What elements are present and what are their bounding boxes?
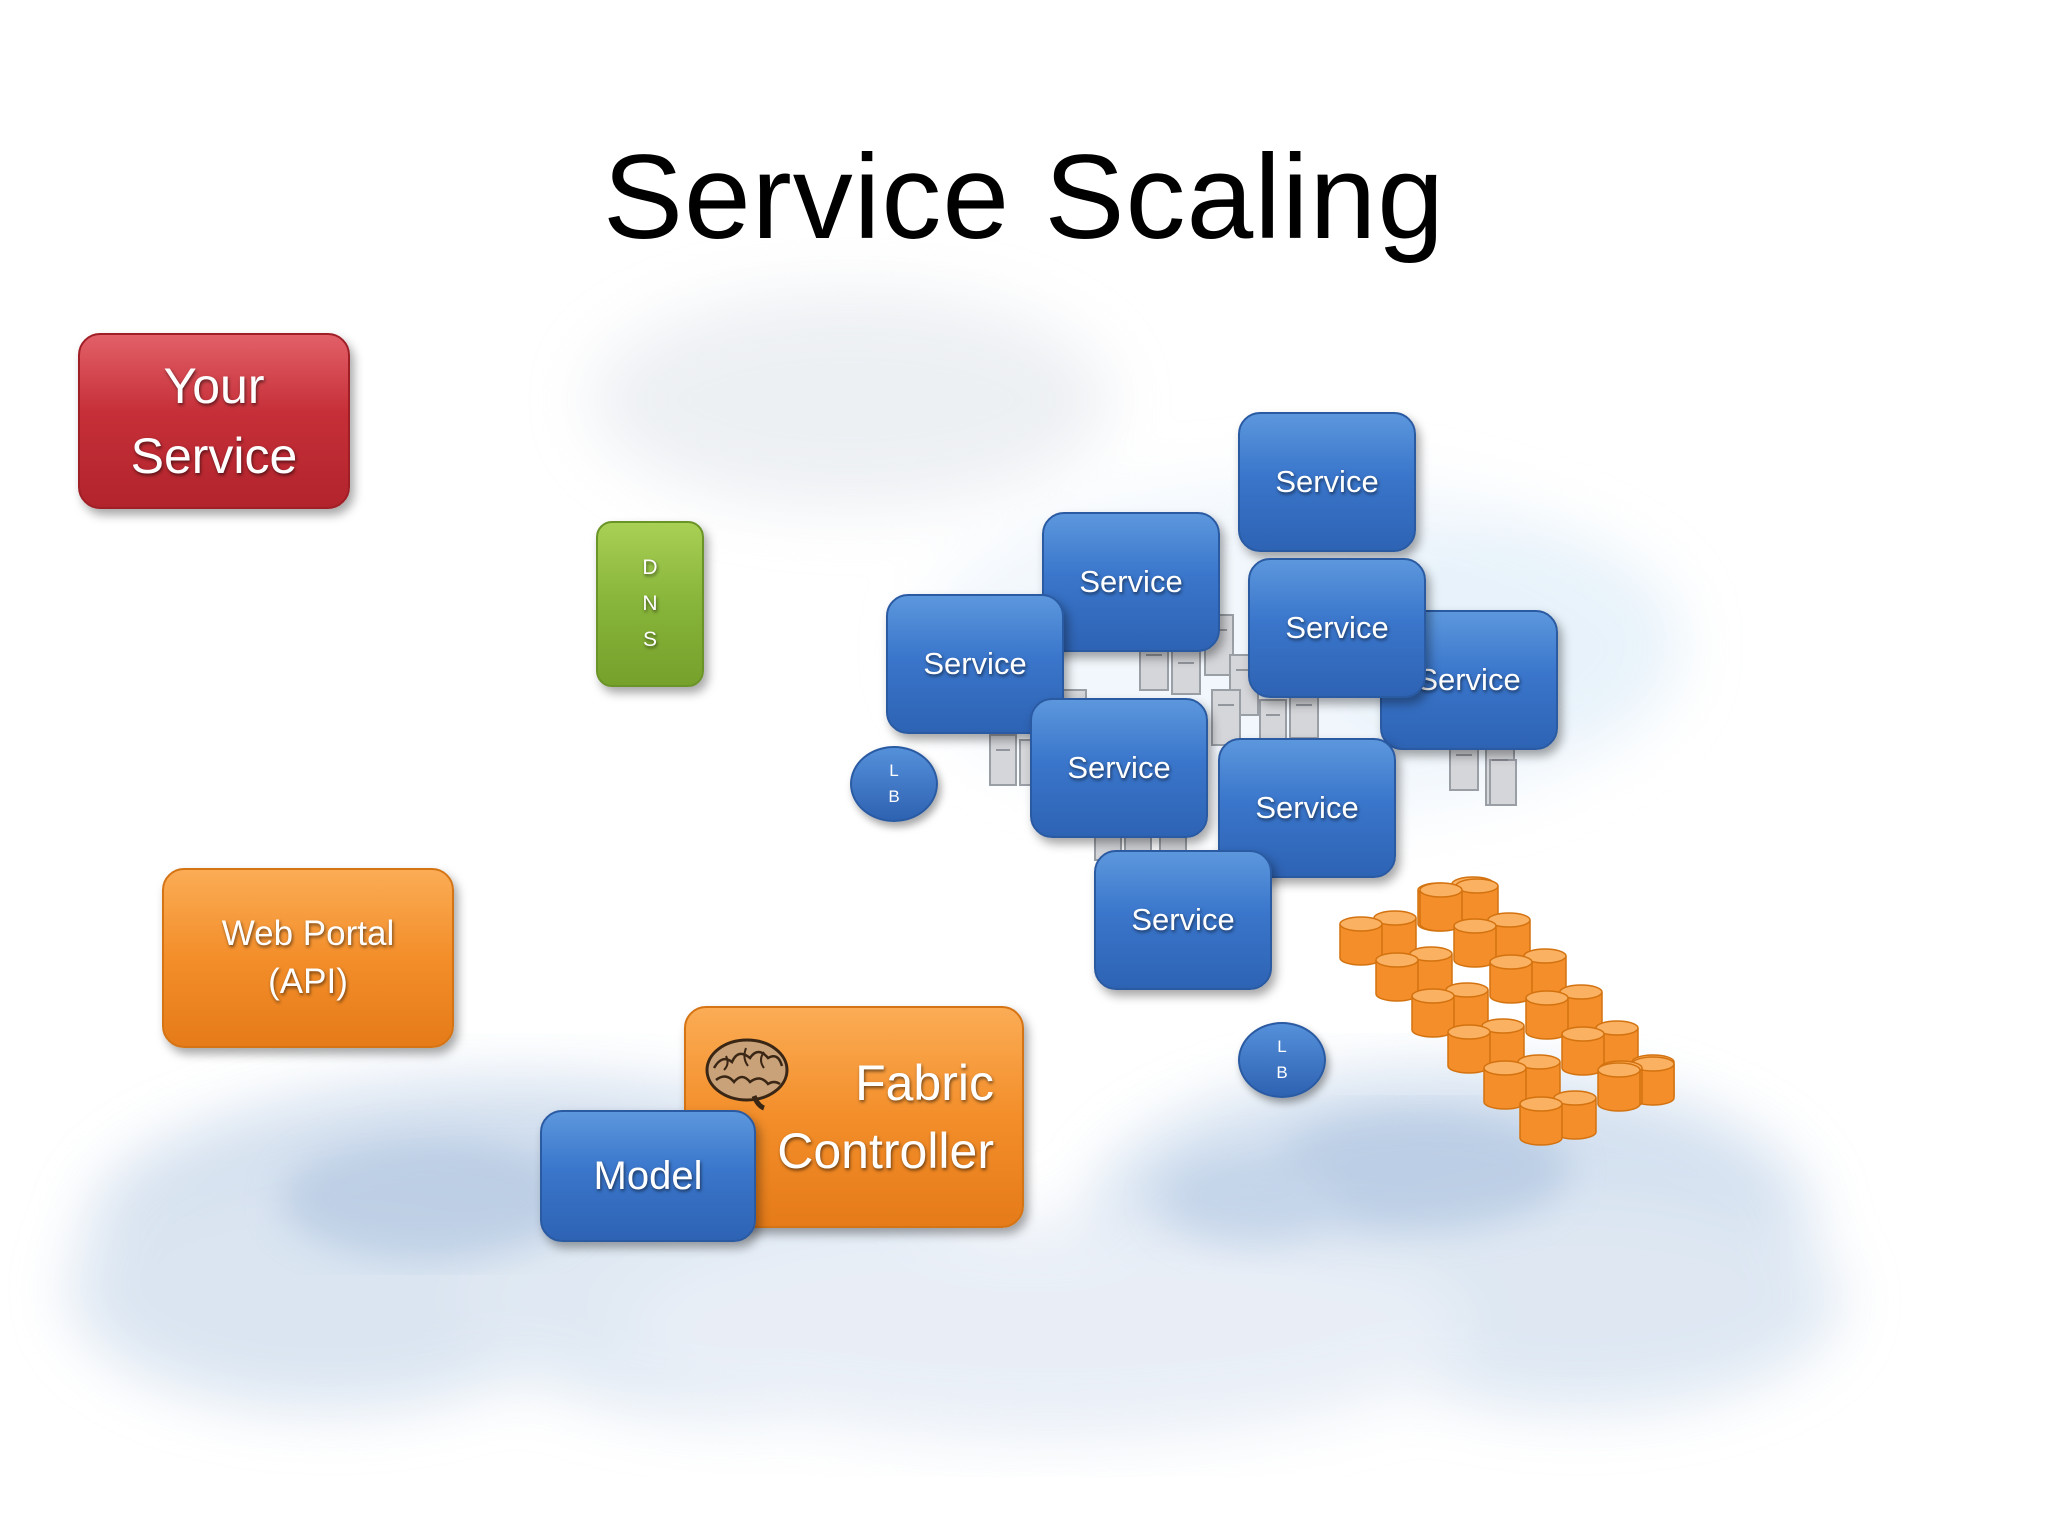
lb-letter-l: L [1277,1037,1287,1056]
database-cylinder-icon [1489,954,1533,1004]
service-box[interactable]: Service [1094,850,1272,990]
lb-letter-l: L [889,761,899,780]
dns-letter-n: N [642,592,658,615]
database-cylinder-icon [1455,878,1499,928]
database-cylinder-icon [1447,1024,1491,1074]
database-cylinder-icon [1375,952,1419,1002]
database-cylinder-icon [1419,882,1463,932]
database-cylinder-icon [1519,1096,1563,1146]
service-label: Service [1275,464,1379,499]
service-label: Service [1417,662,1521,697]
database-cylinder-icon [1553,1090,1597,1140]
database-cylinder-icon [1411,988,1455,1038]
service-box[interactable]: Service [1248,558,1426,698]
dns-box[interactable]: D N S [596,521,704,687]
service-box[interactable]: Service [1238,412,1416,552]
your-service-line2: Service [130,428,298,484]
service-box[interactable]: Service [1042,512,1220,652]
slide-title: Service Scaling [602,130,1446,264]
model-label: Model [593,1153,703,1198]
database-cylinder-icon [1525,990,1569,1040]
service-label: Service [1285,610,1389,645]
fabric-controller-line2: Controller [777,1123,994,1179]
model-box[interactable]: Model [540,1110,756,1242]
web-portal-line2: (API) [268,962,348,1001]
database-cylinder-icon [1453,918,1497,968]
dns-letter-s: S [642,628,657,651]
service-box[interactable]: Service [1030,698,1208,838]
database-cylinder-icon [1373,910,1417,960]
service-label: Service [923,646,1027,681]
database-cylinder-icon [1597,1062,1641,1112]
database-cylinder-icon [1339,916,1383,966]
your-service-box[interactable]: Your Service [78,333,350,509]
web-portal-line1: Web Portal [221,914,395,953]
fabric-controller-line1: Fabric [855,1055,994,1111]
service-label: Service [1079,564,1183,599]
service-label: Service [1255,790,1359,825]
lb-letter-b: B [888,787,900,806]
service-label: Service [1131,902,1235,937]
lb-letter-b: B [1276,1063,1288,1082]
brain-icon [705,1038,789,1111]
your-service-line1: Your [163,358,265,414]
web-portal-box[interactable]: Web Portal (API) [162,868,454,1048]
dns-letter-d: D [642,556,658,579]
load-balancer[interactable]: L B [1238,1022,1326,1098]
database-cylinder-icon [1483,1060,1527,1110]
database-cylinder-icon [1561,1026,1605,1076]
load-balancer[interactable]: L B [850,746,938,822]
service-label: Service [1067,750,1171,785]
